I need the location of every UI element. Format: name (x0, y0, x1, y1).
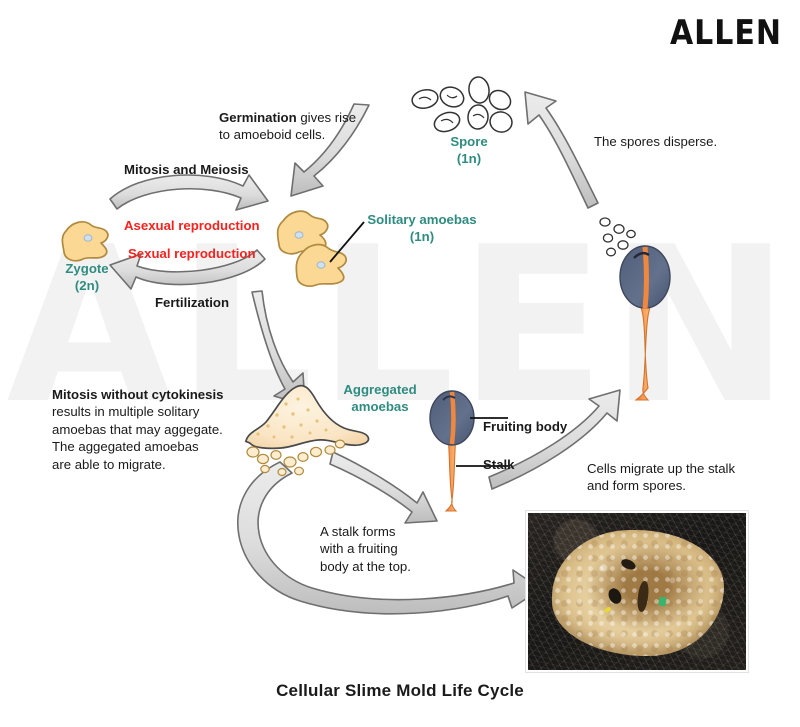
mitosis-no-cytokinesis-bold: Mitosis without cytokinesis (52, 387, 224, 402)
cells-migrate-note: Cells migrate up the stalk and form spor… (587, 461, 736, 494)
mitosis-no-cytokinesis-note: Mitosis without cytokinesis results in m… (52, 386, 247, 473)
sporulating-fruiting-body (599, 217, 671, 401)
zygote-label: Zygote (2n) (65, 261, 109, 294)
fertilization-label: Fertilization (155, 295, 229, 310)
solitary-amoeba-upper (276, 210, 329, 255)
germination-bold: Germination (219, 110, 297, 125)
aggregated-amoebas-label: Aggregated amoebas (343, 382, 417, 415)
germination-rest: gives rise to amoeboid cells. (219, 110, 357, 143)
solitary-amoebas-leader (329, 221, 365, 263)
photo-slime-mold-body (551, 530, 725, 656)
sexual-reproduction-label: Sexual reproduction (128, 246, 256, 261)
page-title: Cellular Slime Mold Life Cycle (276, 681, 524, 700)
germination-note: Germination gives rise to amoeboid cells… (219, 109, 356, 144)
arrow-to-stalk (329, 451, 438, 524)
spores-disperse-note: The spores disperse. (594, 134, 718, 149)
solitary-amoeba-lower (295, 243, 348, 287)
fruiting-body-labeled (429, 390, 508, 512)
arrow-mitosis-meiosis (109, 174, 269, 211)
zygote-cell (61, 221, 109, 262)
arrow-to-aggregate (251, 290, 306, 406)
solitary-amoebas-label: Solitary amoebas (1n) (367, 212, 477, 245)
arrow-spores-disperse (524, 91, 599, 209)
fruiting-body-label: Fruiting body (483, 419, 568, 434)
slime-mold-photograph (526, 511, 748, 672)
mitosis-no-cytokinesis-rest: results in multiple solitary amoebas tha… (52, 404, 223, 472)
stalk-forms-note: A stalk forms with a fruiting body at th… (320, 524, 411, 574)
spore-cluster (411, 76, 513, 133)
mitosis-meiosis-label: Mitosis and Meiosis (124, 162, 249, 177)
allen-logo: ALLEN (669, 14, 782, 54)
spore-label: Spore (1n) (450, 134, 488, 167)
stalk-label: Stalk (483, 457, 515, 472)
photo-green-fleck (658, 596, 667, 607)
asexual-reproduction-label: Asexual reproduction (124, 218, 260, 233)
